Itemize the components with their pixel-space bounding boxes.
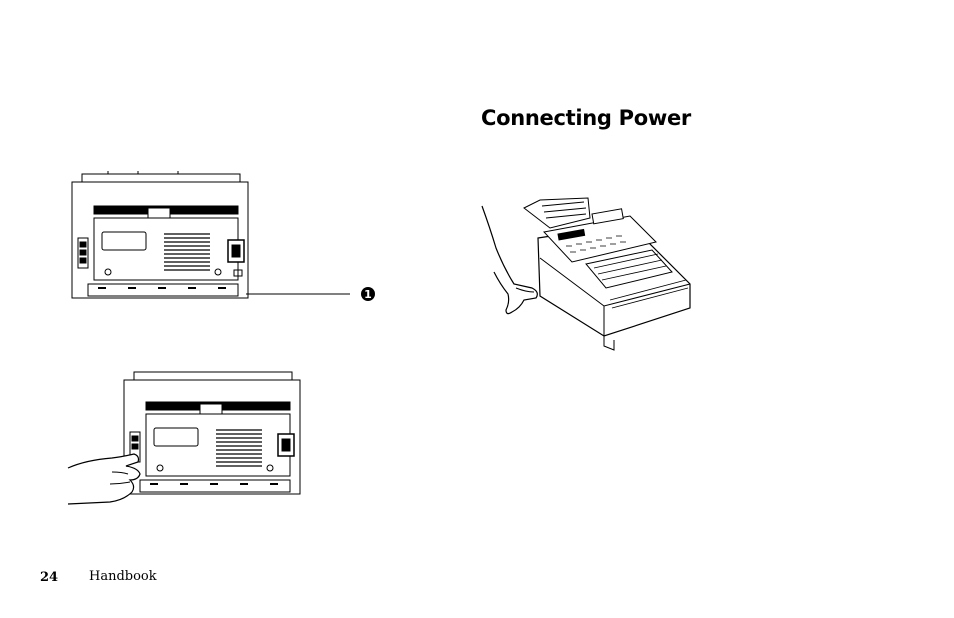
running-footer-title: Handbook [89,569,157,584]
fax-rear-view-illustration: 1 [68,170,378,310]
fax-power-switch-illustration [480,188,700,364]
section-heading: Connecting Power [481,106,691,130]
callout-number: 1 [364,288,372,301]
page-number: 24 [40,570,58,585]
fax-rear-plug-illustration [66,368,300,508]
